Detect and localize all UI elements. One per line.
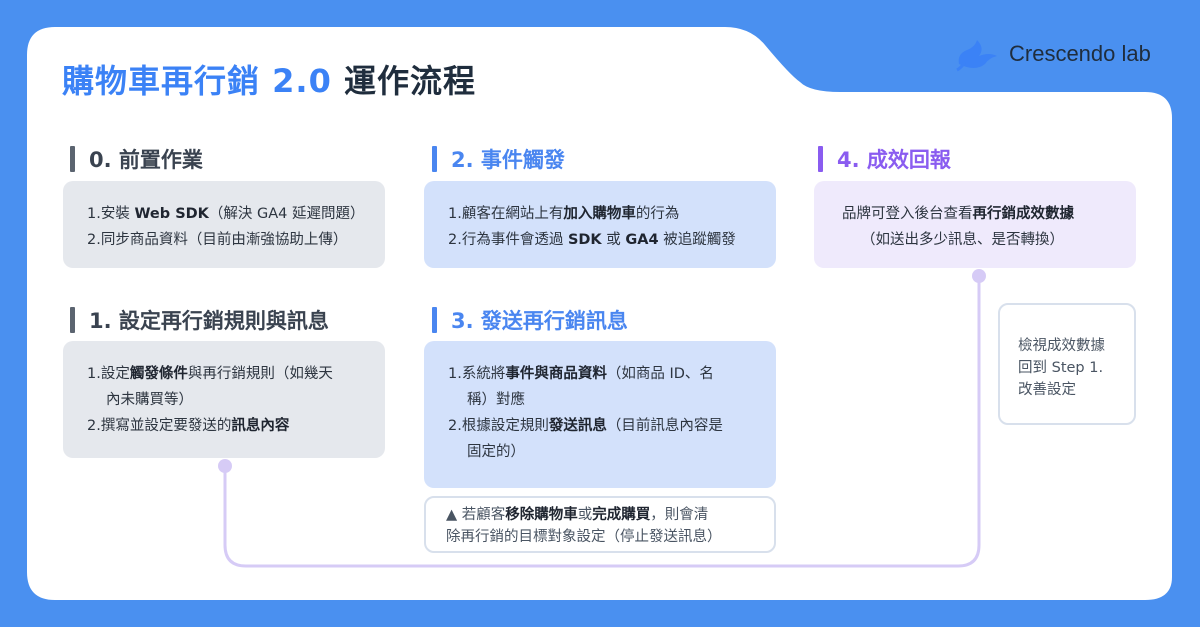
step-1-line: 2.撰寫並設定要發送的訊息內容	[87, 413, 385, 439]
step-3-line: 固定的）	[448, 439, 776, 465]
connector-dot-start	[218, 459, 232, 473]
step-1-heading: 1. 設定再行銷規則與訊息	[70, 305, 329, 335]
emphasis-text: 完成購買	[592, 507, 651, 523]
emphasis-text: GA4	[625, 232, 659, 248]
body-text: 稱）對應	[467, 392, 525, 408]
title-sub: 運作流程	[343, 62, 476, 100]
emphasis-text: Web SDK	[134, 206, 209, 222]
step-3-line: 2.根據設定規則發送訊息（目前訊息內容是	[448, 413, 776, 439]
step-0-bar	[70, 146, 75, 172]
body-text: 1.安裝	[87, 206, 135, 222]
step-4-bar	[818, 146, 823, 172]
step-0-line: 1.安裝 Web SDK（解決 GA4 延遲問題）	[87, 201, 385, 227]
brand-logo: Crescendo lab	[955, 36, 1151, 72]
body-text: 1.顧客在網站上有	[448, 206, 564, 222]
body-text: ▲ 若顧客	[446, 507, 506, 523]
flow-connector	[223, 276, 981, 568]
emphasis-text: 事件與商品資料	[505, 366, 607, 382]
emphasis-text: 加入購物車	[563, 206, 636, 222]
body-text: 2.根據設定規則	[448, 418, 549, 434]
step-3-bar	[432, 307, 437, 333]
body-text: 的行為	[635, 206, 680, 222]
review-note: 檢視成效數據 回到 Step 1. 改善設定	[998, 303, 1136, 425]
body-text: 2.同步商品資料（目前由漸強協助上傳）	[87, 232, 348, 248]
step-3-title: 3. 發送再行銷訊息	[451, 309, 628, 333]
bird-logo-icon	[956, 40, 997, 72]
body-text: （如送出多少訊息、是否轉換）	[861, 232, 1064, 248]
body-text: （目前訊息內容是	[606, 418, 723, 434]
step-0-heading: 0. 前置作業	[70, 144, 203, 174]
step-4-box: 品牌可登入後台查看再行銷成效數據 （如送出多少訊息、是否轉換）	[814, 181, 1136, 268]
body-text: 2.撰寫並設定要發送的	[87, 418, 232, 434]
warning-line: 除再行銷的目標對象設定（停止發送訊息）	[446, 526, 774, 548]
step-1-line: 1.設定觸發條件與再行銷規則（如幾天	[87, 361, 385, 387]
step-3-line: 1.系統將事件與商品資料（如商品 ID、名	[448, 361, 776, 387]
step-0-title: 0. 前置作業	[89, 148, 203, 172]
emphasis-text: 移除購物車	[505, 507, 578, 523]
body-text: （解決 GA4 延遲問題）	[208, 206, 365, 222]
body-text: ，則會清	[650, 507, 709, 523]
emphasis-text: SDK	[567, 232, 602, 248]
step-2-line: 1.顧客在網站上有加入購物車的行為	[448, 201, 776, 227]
step-2-line: 2.行為事件會透過 SDK 或 GA4 被追蹤觸發	[448, 227, 776, 253]
step-2-heading: 2. 事件觸發	[432, 144, 565, 174]
body-text: 品牌可登入後台查看	[842, 206, 973, 222]
connector-dot-end	[972, 269, 986, 283]
step-3-box: 1.系統將事件與商品資料（如商品 ID、名稱）對應 2.根據設定規則發送訊息（目前…	[424, 341, 776, 488]
step-4-line: 品牌可登入後台查看再行銷成效數據	[842, 201, 1136, 227]
step-2-title: 2. 事件觸發	[451, 148, 565, 172]
step-4-line: （如送出多少訊息、是否轉換）	[842, 227, 1136, 253]
step-1-bar	[70, 307, 75, 333]
step-3-line: 稱）對應	[448, 387, 776, 413]
body-text: 1.設定	[87, 366, 130, 382]
body-text: 被追蹤觸發	[658, 232, 736, 248]
review-line-2: 回到 Step 1.	[1018, 360, 1104, 376]
review-line-3: 改善設定	[1018, 382, 1076, 398]
warning-note: ▲ 若顧客移除購物車或完成購買，則會清除再行銷的目標對象設定（停止發送訊息）	[424, 496, 776, 553]
body-text: 內未購買等）	[106, 392, 193, 408]
body-text: 1.系統將	[448, 366, 506, 382]
step-2-bar	[432, 146, 437, 172]
step-0-line: 2.同步商品資料（目前由漸強協助上傳）	[87, 227, 385, 253]
body-text: 或	[601, 232, 626, 248]
body-text: （如商品 ID、名	[606, 366, 714, 382]
review-line-1: 檢視成效數據	[1018, 338, 1105, 354]
title-main: 購物車再行銷 2.0	[62, 62, 332, 100]
body-text: 固定的）	[467, 444, 525, 460]
step-4-heading: 4. 成效回報	[818, 144, 951, 174]
body-text: 與再行銷規則（如幾天	[187, 366, 333, 382]
body-text: 或	[577, 507, 593, 523]
page-title: 購物車再行銷 2.0 運作流程	[62, 56, 476, 102]
emphasis-text: 觸發條件	[129, 366, 188, 382]
emphasis-text: 再行銷成效數據	[972, 206, 1075, 222]
step-1-title: 1. 設定再行銷規則與訊息	[89, 309, 329, 333]
brand-name: Crescendo lab	[1009, 41, 1151, 66]
emphasis-text: 發送訊息	[548, 418, 607, 434]
step-4-title: 4. 成效回報	[837, 148, 951, 172]
step-1-box: 1.設定觸發條件與再行銷規則（如幾天內未購買等） 2.撰寫並設定要發送的訊息內容	[63, 341, 385, 458]
step-3-heading: 3. 發送再行銷訊息	[432, 305, 628, 335]
step-1-line: 內未購買等）	[87, 387, 385, 413]
body-text: 除再行銷的目標對象設定（停止發送訊息）	[446, 529, 722, 545]
warning-line: ▲ 若顧客移除購物車或完成購買，則會清	[446, 504, 774, 526]
step-0-box: 1.安裝 Web SDK（解決 GA4 延遲問題） 2.同步商品資料（目前由漸強協…	[63, 181, 385, 268]
emphasis-text: 訊息內容	[231, 418, 290, 434]
body-text: 2.行為事件會透過	[448, 232, 568, 248]
